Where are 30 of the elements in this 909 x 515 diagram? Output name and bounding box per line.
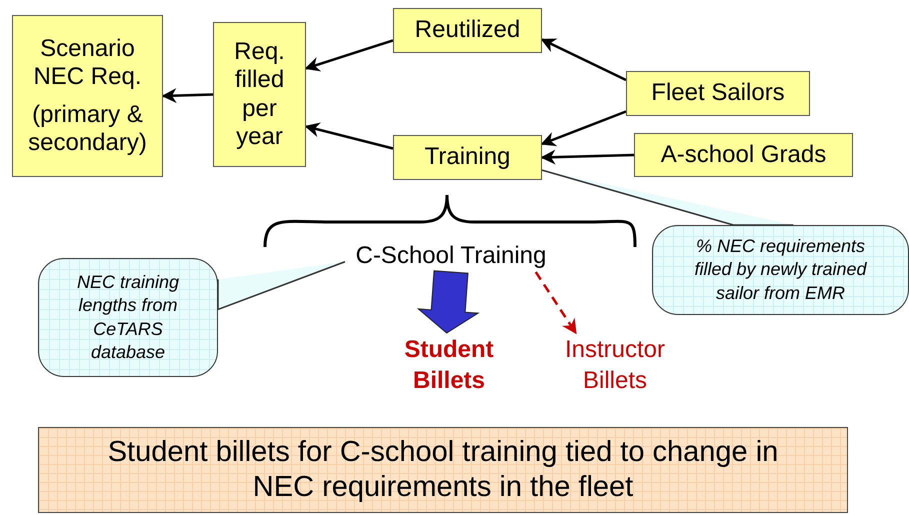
- text-label: C-School Training: [356, 242, 546, 270]
- box-label: Scenario NEC Req.: [32, 34, 143, 91]
- arrow: [540, 150, 634, 165]
- billet-label: Instructor Billets: [564, 334, 666, 396]
- box-label: Reutilized: [414, 16, 520, 45]
- block-arrow: [416, 270, 480, 334]
- note-text: Student billets for C-school training tied to change in NEC requirements in the fleet: [106, 435, 780, 505]
- billet-label: Student Billets: [403, 334, 495, 396]
- callout-bubble: [38, 258, 218, 377]
- arrow: [304, 122, 394, 150]
- arrow: [304, 39, 394, 72]
- arrow: [162, 88, 214, 104]
- process-box: [12, 15, 163, 177]
- process-box: [213, 22, 306, 167]
- callout-bubble: [652, 225, 909, 315]
- process-box: [626, 71, 810, 116]
- callout-text: % NEC requirements filled by newly trained sailor from EMR: [693, 234, 868, 305]
- box-label: (primary & secondary): [27, 101, 148, 158]
- arrow: [540, 38, 627, 82]
- note-box: [38, 427, 848, 513]
- process-box: [634, 133, 853, 177]
- box-label: Req. filled per year: [233, 38, 286, 151]
- process-box: [393, 8, 542, 53]
- box-label: Fleet Sailors: [651, 79, 785, 108]
- arrow: [534, 271, 577, 334]
- arrow: [540, 110, 626, 146]
- box-label: A-school Grads: [660, 140, 826, 170]
- callout-text: NEC training lengths from CeTARS database: [76, 270, 180, 364]
- process-box: [393, 135, 542, 180]
- box-label: Training: [424, 143, 510, 172]
